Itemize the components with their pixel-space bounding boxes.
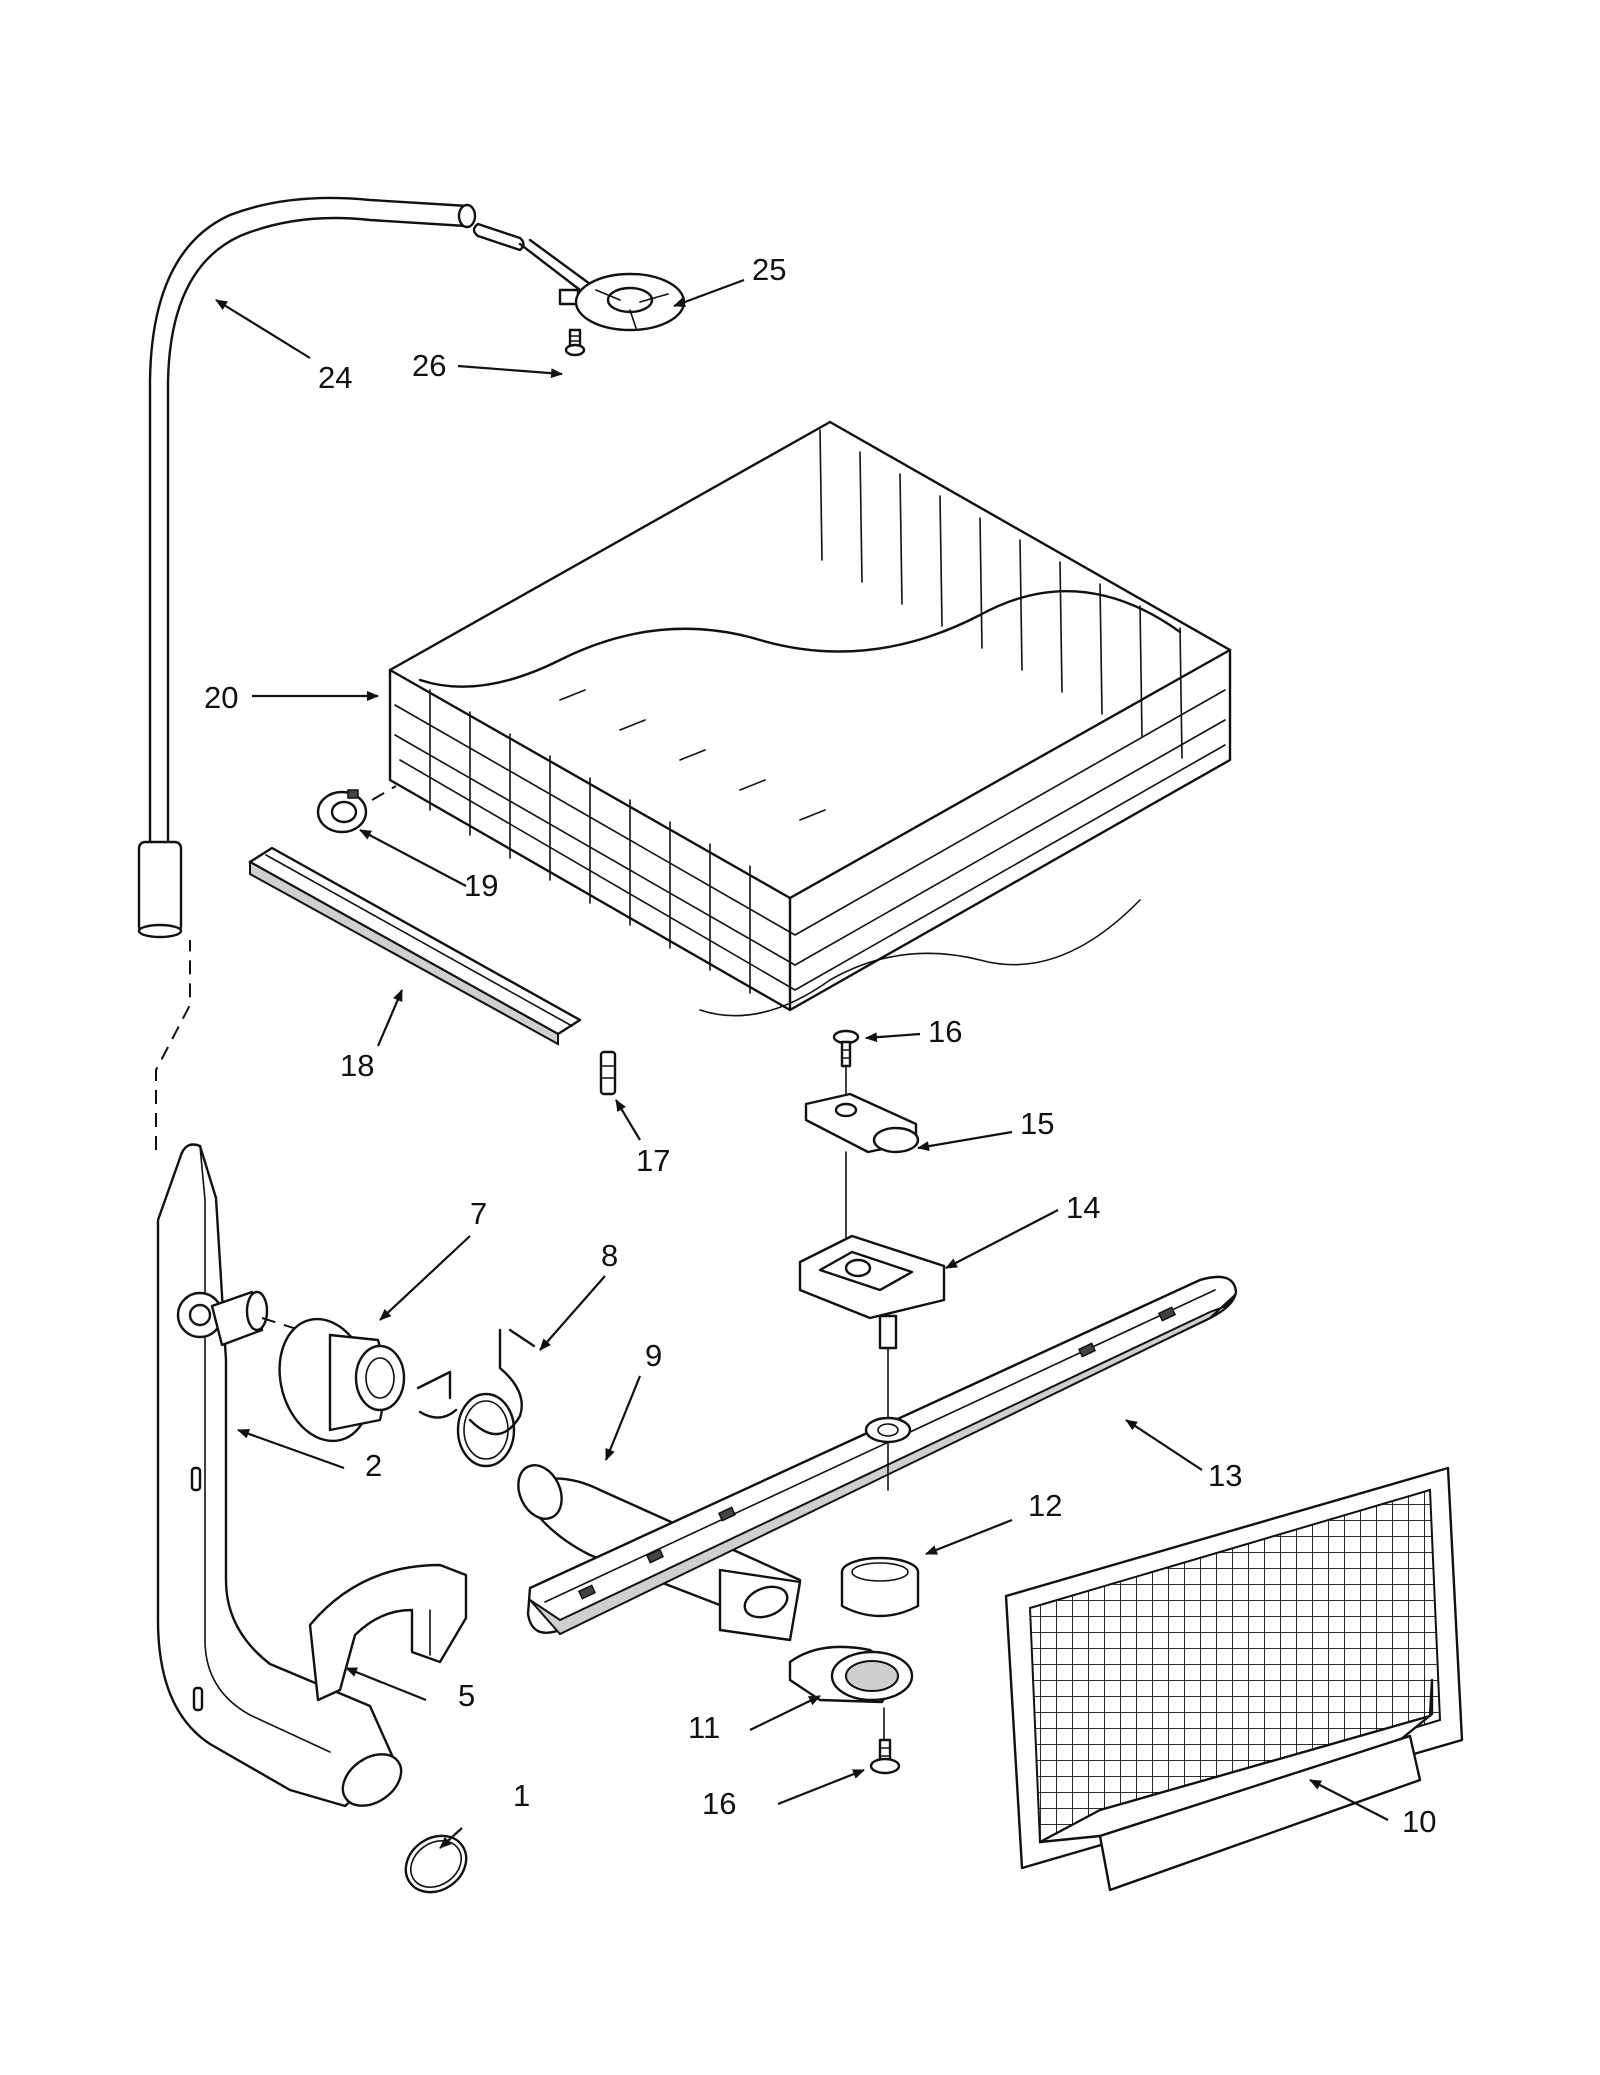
- callout-12: 12: [1028, 1488, 1063, 1523]
- leader-lines: [215, 278, 1389, 1849]
- part-2-manifold-tube: [155, 940, 403, 1808]
- callout-14: 14: [1066, 1190, 1101, 1225]
- part-5-retainer: [308, 1563, 468, 1702]
- callout-17: 17: [636, 1143, 671, 1178]
- callout-10: 10: [1402, 1804, 1437, 1839]
- part-11-hub: [788, 1645, 914, 1746]
- part-20-upper-dishrack: [388, 420, 1232, 1017]
- part-17-rail-clip: [599, 1050, 617, 1096]
- callout-8: 8: [601, 1238, 619, 1273]
- callout-26: 26: [412, 348, 447, 383]
- callout-2: 2: [365, 1448, 383, 1483]
- part-12-bearing-ring: [840, 1556, 920, 1618]
- part-14-spray-arm-mount: [798, 1234, 946, 1421]
- callout-11: 11: [688, 1710, 721, 1745]
- part-26-screw: [564, 328, 586, 357]
- callout-5: 5: [458, 1678, 476, 1713]
- callout-19: 19: [464, 868, 499, 903]
- callout-24: 24: [318, 360, 353, 395]
- callout-13: 13: [1208, 1458, 1243, 1493]
- part-13-spray-arm: [526, 1275, 1238, 1636]
- callout-9: 9: [645, 1338, 663, 1373]
- callout-16-lower: 16: [702, 1786, 737, 1821]
- part-8-clamp: [416, 1328, 536, 1468]
- part-15-bracket: [804, 1092, 920, 1241]
- part-19-rack-wheel: [316, 785, 397, 834]
- callout-7: 7: [470, 1196, 488, 1231]
- part-18-rack-rail: [248, 846, 582, 1046]
- part-1-o-ring: [404, 1834, 468, 1894]
- callout-1: 1: [513, 1778, 531, 1813]
- callout-25: 25: [752, 252, 787, 287]
- part-7-housing: [278, 1317, 406, 1443]
- part-10-filter-screen: [1004, 1466, 1464, 1892]
- callout-20: 20: [204, 680, 239, 715]
- part-25-upper-spray-head: [472, 222, 686, 332]
- part-24-fill-tube: [137, 196, 477, 939]
- part-16-screw-lower: [869, 1738, 901, 1775]
- callout-16-upper: 16: [928, 1014, 963, 1049]
- callout-15: 15: [1020, 1106, 1055, 1141]
- callout-18: 18: [340, 1048, 375, 1083]
